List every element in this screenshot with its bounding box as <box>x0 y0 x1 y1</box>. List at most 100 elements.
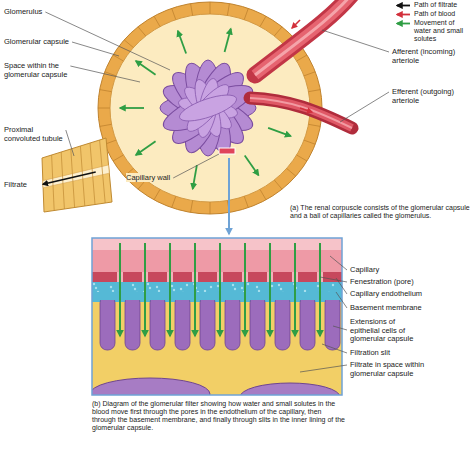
capsule-cell <box>227 4 229 16</box>
label-text: Proximal convoluted tubule <box>4 125 63 143</box>
part-label: Proximal convoluted tubule <box>4 126 66 143</box>
foot-process <box>200 296 215 350</box>
leader-line <box>330 256 347 270</box>
label-text: Filtrate in space within glomerular caps… <box>350 360 424 378</box>
afferent-arteriole <box>255 0 352 75</box>
water-arrow <box>225 29 231 52</box>
part-label: Fenestration (pore) <box>350 278 470 287</box>
membrane-speckle <box>158 290 160 292</box>
water-arrow <box>169 243 171 336</box>
capsule-cell <box>191 4 193 16</box>
part-label: Efferent (outgoing) arteriole <box>392 88 470 105</box>
tubule-cell <box>100 140 106 203</box>
membrane-speckle <box>156 286 158 288</box>
membrane-speckle <box>95 287 97 289</box>
leader-line <box>300 365 347 372</box>
label-text: Capillary wall <box>126 173 170 182</box>
label-text: (a) The renal corpuscle consists of the … <box>290 204 470 219</box>
basement-membrane <box>92 292 342 300</box>
membrane-speckle <box>234 288 236 290</box>
capsule-cell <box>260 16 266 26</box>
capsule-cell <box>138 27 146 36</box>
part-label: Basement membrane <box>350 304 470 313</box>
capsule-cell <box>154 16 160 26</box>
membrane-speckle <box>304 290 306 292</box>
capsule-cell <box>210 202 211 214</box>
leader-line <box>66 130 74 156</box>
part-label: Extensions of epithelial cells of glomer… <box>350 318 422 344</box>
leader-line <box>336 292 347 308</box>
foot-process <box>175 296 190 350</box>
water-arrow <box>136 61 156 75</box>
capsule-cell <box>260 189 266 199</box>
leader-lines <box>45 12 389 372</box>
inset-arrow <box>228 158 230 234</box>
membrane-speckle <box>147 283 149 285</box>
capillary-loop <box>177 58 240 157</box>
water-arrow <box>144 243 146 336</box>
capsule-cell <box>124 40 133 48</box>
part-label: Afferent (incoming) arteriole <box>392 48 470 65</box>
membrane-speckle <box>186 284 188 286</box>
capsule-cell <box>297 55 307 61</box>
afferent-arteriole <box>255 0 352 75</box>
basement-membrane <box>92 282 342 302</box>
capsule-cell <box>154 189 160 199</box>
capsule-cell <box>172 8 176 19</box>
tubule <box>42 138 112 212</box>
foot-process <box>300 296 315 350</box>
filtrate-arrow <box>43 172 96 184</box>
part-label: Filtrate <box>4 181 44 190</box>
leader-line <box>70 66 140 82</box>
water-arrow <box>120 107 144 109</box>
label-text: Extensions of epithelial cells of glomer… <box>350 317 413 343</box>
epithelial-cell <box>92 378 210 395</box>
part-label: Glomerular capsule <box>4 38 89 47</box>
water-arrow <box>193 165 197 189</box>
foot-process <box>225 296 240 350</box>
membrane-speckle <box>149 287 151 289</box>
leader-line <box>322 344 347 353</box>
water-arrow <box>319 243 321 336</box>
water-arrow <box>178 31 186 54</box>
membrane-speckle <box>317 285 319 287</box>
capillary-lumen <box>92 238 342 272</box>
capsule-cell <box>297 155 307 161</box>
membrane-speckle <box>93 283 95 285</box>
legend-entry: Path of blood <box>414 10 472 18</box>
part-label: Capillary endothelium <box>350 290 470 299</box>
label-text: Efferent (outgoing) arteriole <box>392 87 454 105</box>
water-arrow <box>245 156 259 176</box>
capsule-cell <box>210 2 211 14</box>
leader-line <box>72 42 119 56</box>
foot-process <box>125 296 140 350</box>
capsule-cell <box>244 8 248 19</box>
capsule-cell <box>308 124 320 126</box>
label-text: Afferent (incoming) arteriole <box>392 47 455 65</box>
renal-corpuscle <box>42 0 352 234</box>
membrane-speckle <box>173 289 175 291</box>
legend-text: Path of filtrate <box>414 1 457 8</box>
epithelial-cell <box>240 383 340 395</box>
capillary-loop <box>158 77 257 140</box>
membrane-speckle <box>210 286 212 288</box>
membrane-speckle <box>278 284 280 286</box>
label-text: Basement membrane <box>350 303 422 312</box>
membrane-speckle <box>110 286 112 288</box>
efferent-arteriole <box>250 98 352 128</box>
part-label: Capillary wall <box>126 174 188 183</box>
label-text: (b) Diagram of the glomerular filter sho… <box>92 400 345 431</box>
capillary-lumen <box>92 238 342 250</box>
membrane-speckle <box>171 285 173 287</box>
foot-process <box>100 296 115 350</box>
capsule-cell <box>287 168 296 176</box>
membrane-speckle <box>332 284 334 286</box>
legend-arrow <box>397 14 410 16</box>
leader-line <box>336 278 347 294</box>
membrane-speckle <box>232 284 234 286</box>
efferent-arteriole <box>250 98 352 128</box>
caption: (a) The renal corpuscle consists of the … <box>290 204 470 220</box>
leader-line <box>173 154 219 178</box>
capsule-cell <box>98 108 110 109</box>
